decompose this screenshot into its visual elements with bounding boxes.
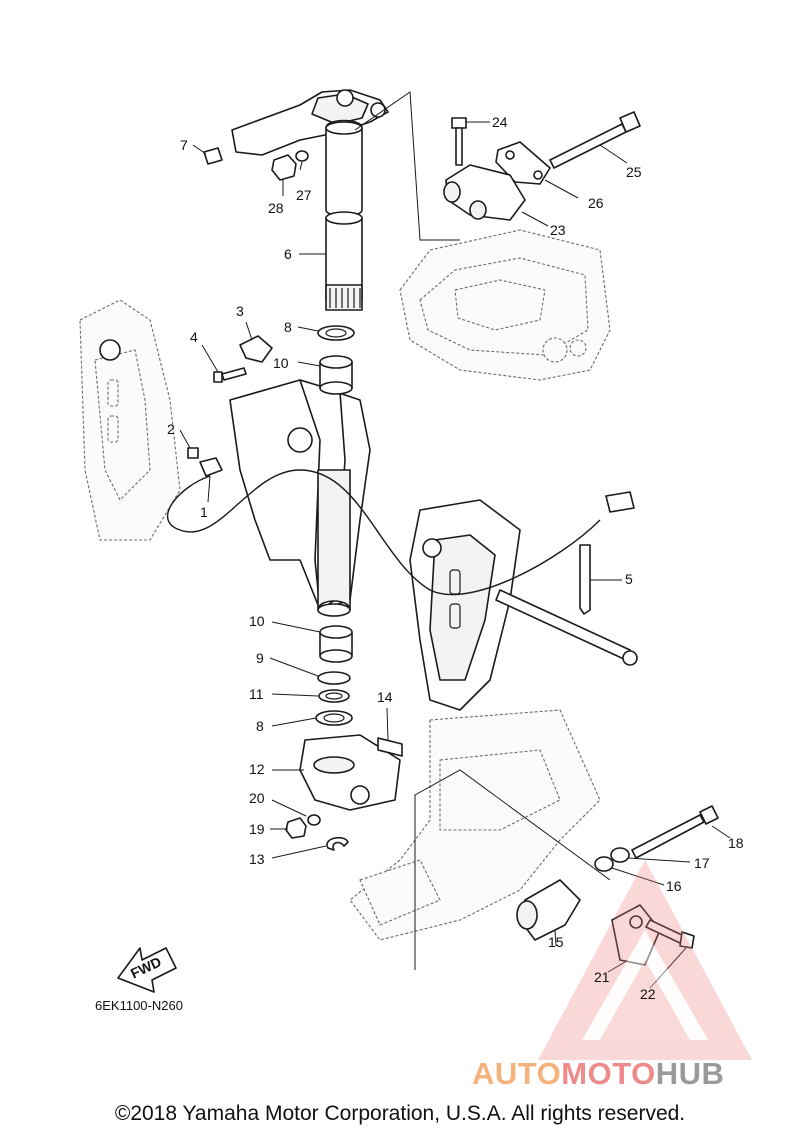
- washer-17: [610, 847, 630, 863]
- washer-16: [594, 856, 614, 872]
- washer-11: [318, 689, 350, 703]
- part-14: [377, 737, 403, 757]
- callout: 9: [256, 650, 264, 666]
- watermark-part-2: MOTO: [561, 1056, 656, 1091]
- bolt-18: [631, 805, 719, 859]
- nut-19: [285, 817, 307, 839]
- callout: 4: [190, 329, 198, 345]
- callout: 11: [249, 686, 264, 702]
- upper-casing-ghost: [349, 709, 601, 941]
- lower-bushing-10: [319, 625, 353, 663]
- swivel-bracket: [229, 379, 371, 617]
- watermark-triangle-logo: [538, 860, 752, 1060]
- callout: 6: [284, 246, 292, 262]
- callout: 28: [268, 200, 284, 216]
- callout: 8: [284, 319, 292, 335]
- upper-bushing-10: [319, 355, 353, 395]
- callout: 23: [550, 222, 566, 238]
- watermark-brand: AUTOMOTOHUB: [472, 1056, 800, 1092]
- callout: 22: [640, 986, 656, 1002]
- callout: 26: [588, 195, 604, 211]
- plate-26: [495, 141, 551, 185]
- reference-lines: [354, 91, 611, 970]
- callout: 1: [200, 504, 208, 520]
- washer-27: [295, 150, 309, 162]
- bolt-25: [549, 111, 641, 169]
- clamp-bracket-left: [79, 299, 181, 541]
- callout: 10: [249, 613, 265, 629]
- callout: 2: [167, 421, 175, 437]
- callout: 16: [666, 878, 682, 894]
- callout: 3: [236, 303, 244, 319]
- callout: 14: [377, 689, 393, 705]
- callout: 5: [625, 571, 633, 587]
- steering-shaft: [325, 211, 363, 311]
- part-5: [579, 491, 635, 615]
- circlip-13: [326, 836, 349, 851]
- callout: 15: [548, 934, 564, 950]
- callout: 20: [249, 790, 265, 806]
- screw-2: [187, 447, 199, 459]
- cover-21: [611, 904, 661, 966]
- o-ring-9: [317, 671, 351, 685]
- callout: 13: [249, 851, 265, 867]
- lower-mount-housing: [299, 734, 401, 811]
- watermark-part-1: AUTO: [472, 1056, 562, 1091]
- callout-numbers: 7 27 28 24 25 26 23 6 3 8 4 10 2 1 5 10 …: [167, 114, 744, 1002]
- callout: 25: [626, 164, 642, 180]
- diagram-code: 6EK1100-N260: [95, 998, 183, 1013]
- lower-mount-rubber: [516, 879, 581, 941]
- screw-4: [213, 367, 247, 383]
- steering-bracket: [231, 89, 389, 217]
- tilt-tube: [495, 589, 638, 666]
- plug-7: [203, 147, 223, 165]
- bolt-22: [645, 919, 695, 949]
- nut-28: [271, 154, 297, 181]
- callout: 17: [694, 855, 710, 871]
- callout: 19: [249, 821, 265, 837]
- callout: 24: [492, 114, 508, 130]
- callout: 18: [728, 835, 744, 851]
- clamp-bracket-right: [409, 499, 521, 711]
- callout: 27: [296, 187, 312, 203]
- engine-base-ghost: [399, 229, 611, 381]
- bolt-24: [451, 117, 467, 166]
- copyright-notice: ©2018 Yamaha Motor Corporation, U.S.A. A…: [114, 1102, 686, 1125]
- fwd-arrow: FWD: [117, 947, 177, 993]
- upper-washer-8: [317, 325, 355, 341]
- watermark-part-3: HUB: [655, 1056, 725, 1091]
- callout: 8: [256, 718, 264, 734]
- leader-lines: [179, 121, 731, 989]
- callout: 10: [273, 355, 289, 371]
- callout: 7: [180, 137, 188, 153]
- clamp-3: [239, 335, 273, 363]
- callout: 21: [594, 969, 610, 985]
- washer-20: [307, 814, 321, 826]
- lower-washer-8: [315, 710, 353, 726]
- callout: 12: [249, 761, 265, 777]
- mount-23: [443, 164, 526, 221]
- lead-wire-1: [166, 457, 601, 596]
